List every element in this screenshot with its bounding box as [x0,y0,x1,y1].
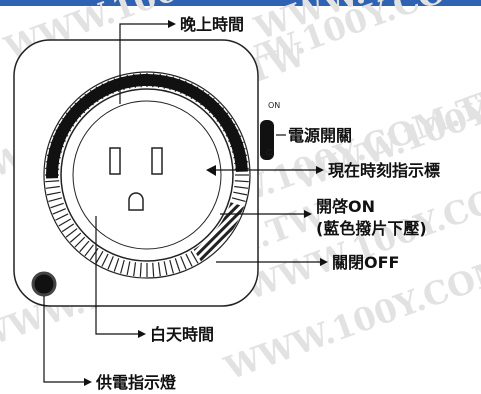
dial-tick [152,262,155,277]
dial-tick [69,232,82,243]
pressed-tabs-segment [193,201,245,262]
socket-face [60,88,234,262]
dial-tick [126,261,131,276]
dial-tick [45,180,60,183]
label-current-time-indicator: 現在時刻指示標 [328,161,440,180]
switch-on-mark: ON [268,101,280,110]
dial-outer-ring [43,71,251,279]
dial-tick [61,223,75,233]
socket-inner-ring [72,100,222,250]
dial-tick [101,253,109,267]
dial-tick [74,236,86,248]
night-time-arc [46,74,248,179]
dial-tick [234,180,249,183]
dial-tick [233,191,248,196]
dial-tick [180,256,187,270]
label-power-indicator-light: 供電指示燈 [95,373,177,392]
switch-off-mark: ○ [266,147,273,156]
dial-tick [139,262,142,277]
dial-tick [48,197,63,202]
dial-tick [55,213,69,221]
dial-tick [107,256,114,270]
dial-tick [113,258,120,272]
label-night-time: 晚上時間 [180,15,244,34]
outlet-ground-hole [128,192,144,211]
dial-tick [234,185,249,189]
dial-tick [157,262,161,277]
label-power-switch: 電源開關 [288,126,352,145]
dial-tick [79,240,90,253]
dial-tick [46,191,61,196]
dial-tick [58,218,72,227]
dial-tick [45,185,60,189]
dial-tick [52,208,66,215]
dial-tick [185,253,193,267]
window-top-bar [0,0,481,6]
dial-tick [120,259,125,274]
dial-tick [89,247,99,261]
outlet-slot-left [109,147,121,175]
power-switch[interactable] [260,120,274,160]
leader-arrows [84,20,328,386]
outlet-slot-right [151,147,163,175]
dial-tick [65,228,78,238]
dial-tick [174,258,181,272]
leader-lines [43,23,322,383]
dial-tick [163,261,168,276]
dial-tick [133,262,137,277]
label-on-detail: (藍色撥片下壓) [316,219,427,238]
label-daytime: 白天時間 [150,325,214,344]
power-indicator-light [31,271,57,297]
dial-tick [190,250,199,264]
dial-tick [84,244,94,257]
dial-tick [169,259,174,274]
label-on: 開啓ON [316,197,375,216]
dial-tick [95,250,104,264]
dial-tick [231,197,246,202]
current-time-pointer [206,165,216,176]
dial-tick [50,202,64,209]
label-off: 關閉OFF [332,253,399,272]
